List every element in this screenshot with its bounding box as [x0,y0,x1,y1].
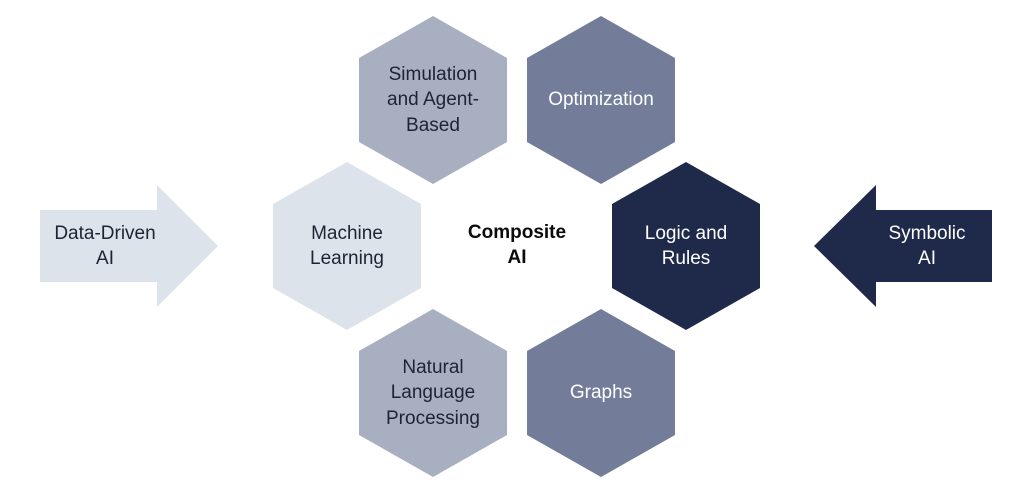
hexagon-graphs [527,309,675,477]
hexagon-nlp [359,309,507,477]
hexagon-logic-rules [612,162,760,330]
composite-ai-label: Composite AI [467,222,567,268]
hexagon-machine-learning [273,162,421,330]
hexagon-optimization [527,16,675,184]
symbolic-arrow [814,185,992,307]
hexagon-simulation [359,16,507,184]
data-driven-arrow [40,185,218,307]
